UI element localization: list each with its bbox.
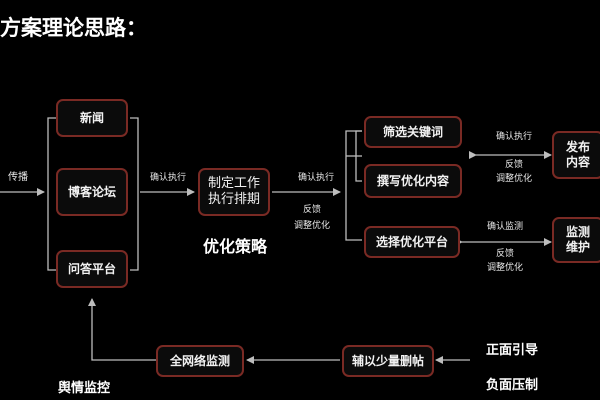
label-confirm2: 确认执行 <box>297 173 335 183</box>
node-delete: 辅以少量删帖 <box>342 345 434 377</box>
label-feedback2: 反馈 <box>504 160 524 170</box>
node-qa: 问答平台 <box>56 250 128 288</box>
node-keywords: 筛选关键词 <box>364 116 462 148</box>
node-monitor-net: 全网络监测 <box>156 345 244 377</box>
label-confirm3: 确认执行 <box>495 132 533 142</box>
node-plan: 制定工作 执行排期 <box>198 168 270 216</box>
bracket-right <box>130 117 139 271</box>
bracket-inner <box>355 130 362 182</box>
page-title: 方案理论思路： <box>0 16 147 40</box>
bracket-right-group <box>345 130 362 241</box>
node-news: 新闻 <box>56 99 128 137</box>
label-strategy: 优化策略 <box>203 237 268 256</box>
label-adjust1: 调整优化 <box>293 221 331 231</box>
label-spread: 传播 <box>8 172 28 183</box>
arrow-bottom-up <box>88 298 156 361</box>
label-feedback3: 反馈 <box>495 249 515 259</box>
node-forum: 博客论坛 <box>56 168 128 216</box>
label-confirm-monitor: 确认监测 <box>486 222 524 232</box>
node-write: 撰写优化内容 <box>364 164 462 198</box>
label-positive: 正面引导 <box>486 343 539 358</box>
label-adjust3: 调整优化 <box>486 263 524 273</box>
bracket-left <box>47 117 56 271</box>
label-sentiment: 舆情监控 <box>58 381 111 396</box>
label-adjust2: 调整优化 <box>495 174 533 184</box>
label-confirm1: 确认执行 <box>149 173 187 183</box>
label-feedback1: 反馈 <box>302 205 322 215</box>
label-negative: 负面压制 <box>486 378 539 393</box>
node-publish: 发布 内容 <box>552 131 600 179</box>
node-platform: 选择优化平台 <box>364 226 460 258</box>
node-monitor-maint: 监测 维护 <box>552 217 600 263</box>
